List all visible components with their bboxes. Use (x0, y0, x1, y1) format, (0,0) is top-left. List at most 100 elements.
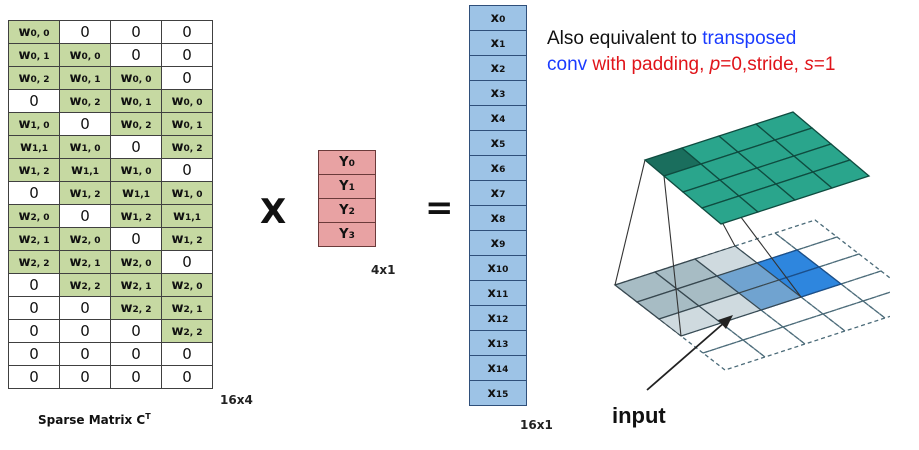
x-vector-cell: x11 (469, 280, 527, 306)
weight-cell: w2, 2 (8, 250, 60, 274)
weight-cell: w1, 0 (8, 112, 60, 136)
weight-cell: w1, 0 (161, 181, 213, 205)
x-vector-cell: x8 (469, 205, 527, 231)
weight-cell: w2, 0 (161, 273, 213, 297)
weight-cell: w1, 2 (59, 181, 111, 205)
input-arrow-line (646, 321, 726, 391)
weight-cell: w2, 2 (59, 273, 111, 297)
zero-cell: 0 (110, 319, 162, 343)
padding-grid-cell (839, 270, 890, 302)
x-vector-cell: x4 (469, 105, 527, 131)
zero-cell: 0 (59, 365, 111, 389)
zero-cell: 0 (110, 365, 162, 389)
zero-cell: 0 (110, 342, 162, 366)
weight-cell: w0, 2 (161, 135, 213, 159)
padding-grid-cell (773, 219, 839, 251)
weight-cell: w1,1 (110, 181, 162, 205)
zero-cell: 0 (110, 20, 162, 44)
zero-cell: 0 (161, 250, 213, 274)
padding-grid-cell (861, 291, 890, 319)
x-vector-cell: x5 (469, 130, 527, 156)
zero-cell: 0 (59, 342, 111, 366)
transposed-conv-illustration (613, 111, 890, 391)
zero-cell: 0 (8, 89, 60, 113)
x-vector-cell: x12 (469, 305, 527, 331)
x-vector-cell: x10 (469, 255, 527, 281)
x-vector-cell: x9 (469, 230, 527, 256)
zero-cell: 0 (110, 227, 162, 251)
input-label: input (612, 403, 666, 428)
output-grid-cell (811, 159, 871, 189)
padding-grid-cell (741, 326, 807, 358)
weight-cell: w0, 0 (59, 43, 111, 67)
zero-cell: 0 (110, 135, 162, 159)
weight-cell: w0, 1 (8, 43, 60, 67)
weight-cell: w2, 0 (8, 204, 60, 228)
weight-cell: w1, 0 (59, 135, 111, 159)
x-vector-cell: x1 (469, 30, 527, 56)
zero-cell: 0 (161, 365, 213, 389)
weight-cell: w1, 2 (8, 158, 60, 182)
y-vector-cell: Y1 (318, 174, 376, 199)
weight-cell: w0, 2 (110, 112, 162, 136)
x-vector-cell: x0 (469, 5, 527, 31)
y-vector-cell: Y3 (318, 222, 376, 247)
weight-cell: w2, 2 (110, 296, 162, 320)
y-vector-dimension: 4x1 (371, 263, 396, 277)
zero-cell: 0 (110, 43, 162, 67)
transposed-conv-note: Also equivalent to transposed conv with … (547, 28, 836, 75)
weight-cell: w0, 2 (8, 66, 60, 90)
sparse-matrix-dimension: 16x4 (220, 393, 253, 407)
padding-grid-cell (701, 339, 767, 371)
zero-cell: 0 (8, 319, 60, 343)
multiply-sign: X (260, 192, 287, 232)
weight-cell: w1,1 (161, 204, 213, 228)
x-vector-cell: x14 (469, 355, 527, 381)
zero-cell: 0 (59, 204, 111, 228)
weight-cell: w0, 0 (8, 20, 60, 44)
input-arrow-head (718, 315, 733, 329)
weight-cell: w2, 1 (161, 296, 213, 320)
weight-cell: w0, 1 (110, 89, 162, 113)
weight-cell: w0, 0 (110, 66, 162, 90)
zero-cell: 0 (59, 296, 111, 320)
zero-cell: 0 (8, 296, 60, 320)
x-vector-cell: x2 (469, 55, 527, 81)
padding-grid-cell (781, 313, 847, 345)
projection-line (614, 159, 646, 286)
weight-cell: w1,1 (59, 158, 111, 182)
weight-cell: w2, 1 (110, 273, 162, 297)
weight-cell: w1, 2 (110, 204, 162, 228)
x-vector-cell: x6 (469, 155, 527, 181)
weight-cell: w2, 0 (59, 227, 111, 251)
x-vector-cell: x13 (469, 330, 527, 356)
weight-cell: w1, 0 (110, 158, 162, 182)
x-vector-dimension: 16x1 (520, 418, 553, 432)
weight-cell: w0, 1 (59, 66, 111, 90)
weight-cell: w0, 2 (59, 89, 111, 113)
projection-line (663, 175, 682, 337)
zero-cell: 0 (161, 158, 213, 182)
zero-cell: 0 (8, 365, 60, 389)
y-vector-cell: Y2 (318, 198, 376, 223)
zero-cell: 0 (59, 319, 111, 343)
weight-cell: w1,1 (8, 135, 60, 159)
equals-sign: = (425, 188, 454, 228)
y-vector-cell: Y0 (318, 150, 376, 175)
zero-cell: 0 (161, 66, 213, 90)
